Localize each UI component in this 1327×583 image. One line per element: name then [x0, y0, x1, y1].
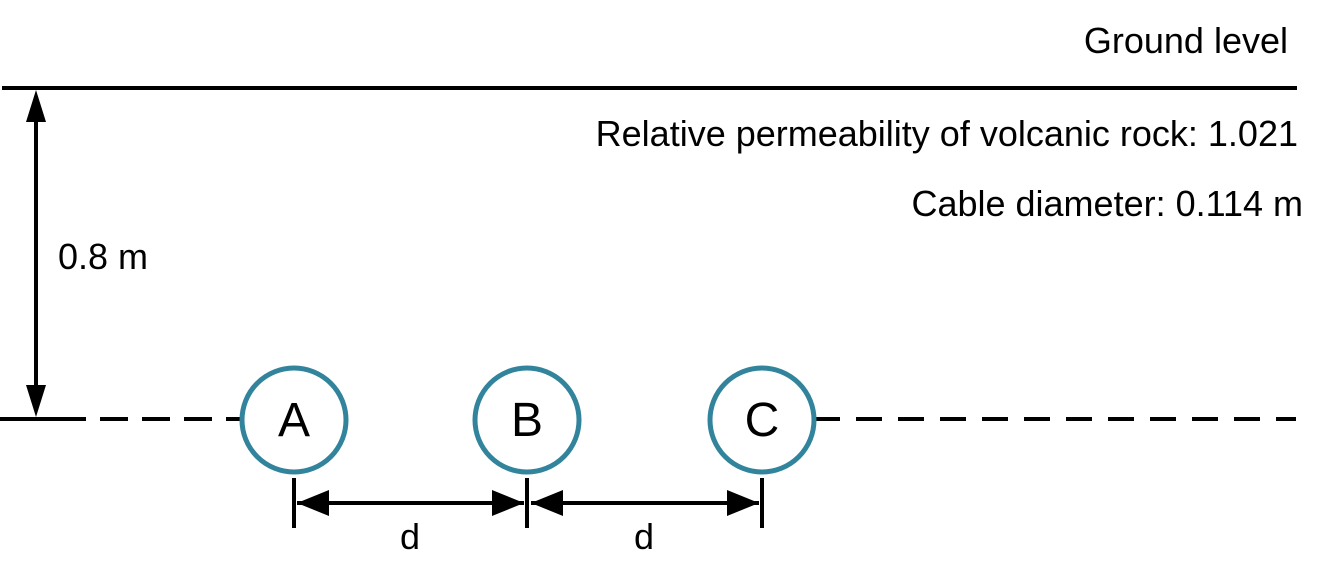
spacing-ab-arrowhead-left-icon: [297, 490, 329, 516]
spacing-ab-arrowhead-right-icon: [492, 490, 524, 516]
ground-level-label: Ground level: [1083, 20, 1288, 61]
depth-arrowhead-down-icon: [26, 385, 46, 417]
spacing-ab-label: d: [399, 516, 421, 557]
spacing-bc-label: d: [633, 516, 655, 557]
cable-b-circle: [472, 365, 582, 475]
cable-c-label: C: [744, 393, 780, 447]
depth-arrowhead-up-icon: [26, 90, 46, 122]
cable-a-label: A: [277, 393, 310, 447]
permeability-note: Relative permeability of volcanic rock: …: [595, 113, 1298, 154]
cable-diameter-note: Cable diameter: 0.114 m: [911, 183, 1303, 224]
depth-value-label: 0.8 m: [58, 236, 149, 277]
cable-c-circle: [707, 365, 817, 475]
cable-b-label: B: [510, 393, 543, 447]
spacing-bc-arrowhead-right-icon: [727, 490, 759, 516]
spacing-bc-arrowhead-left-icon: [531, 490, 563, 516]
cable-a-circle: [239, 365, 349, 475]
